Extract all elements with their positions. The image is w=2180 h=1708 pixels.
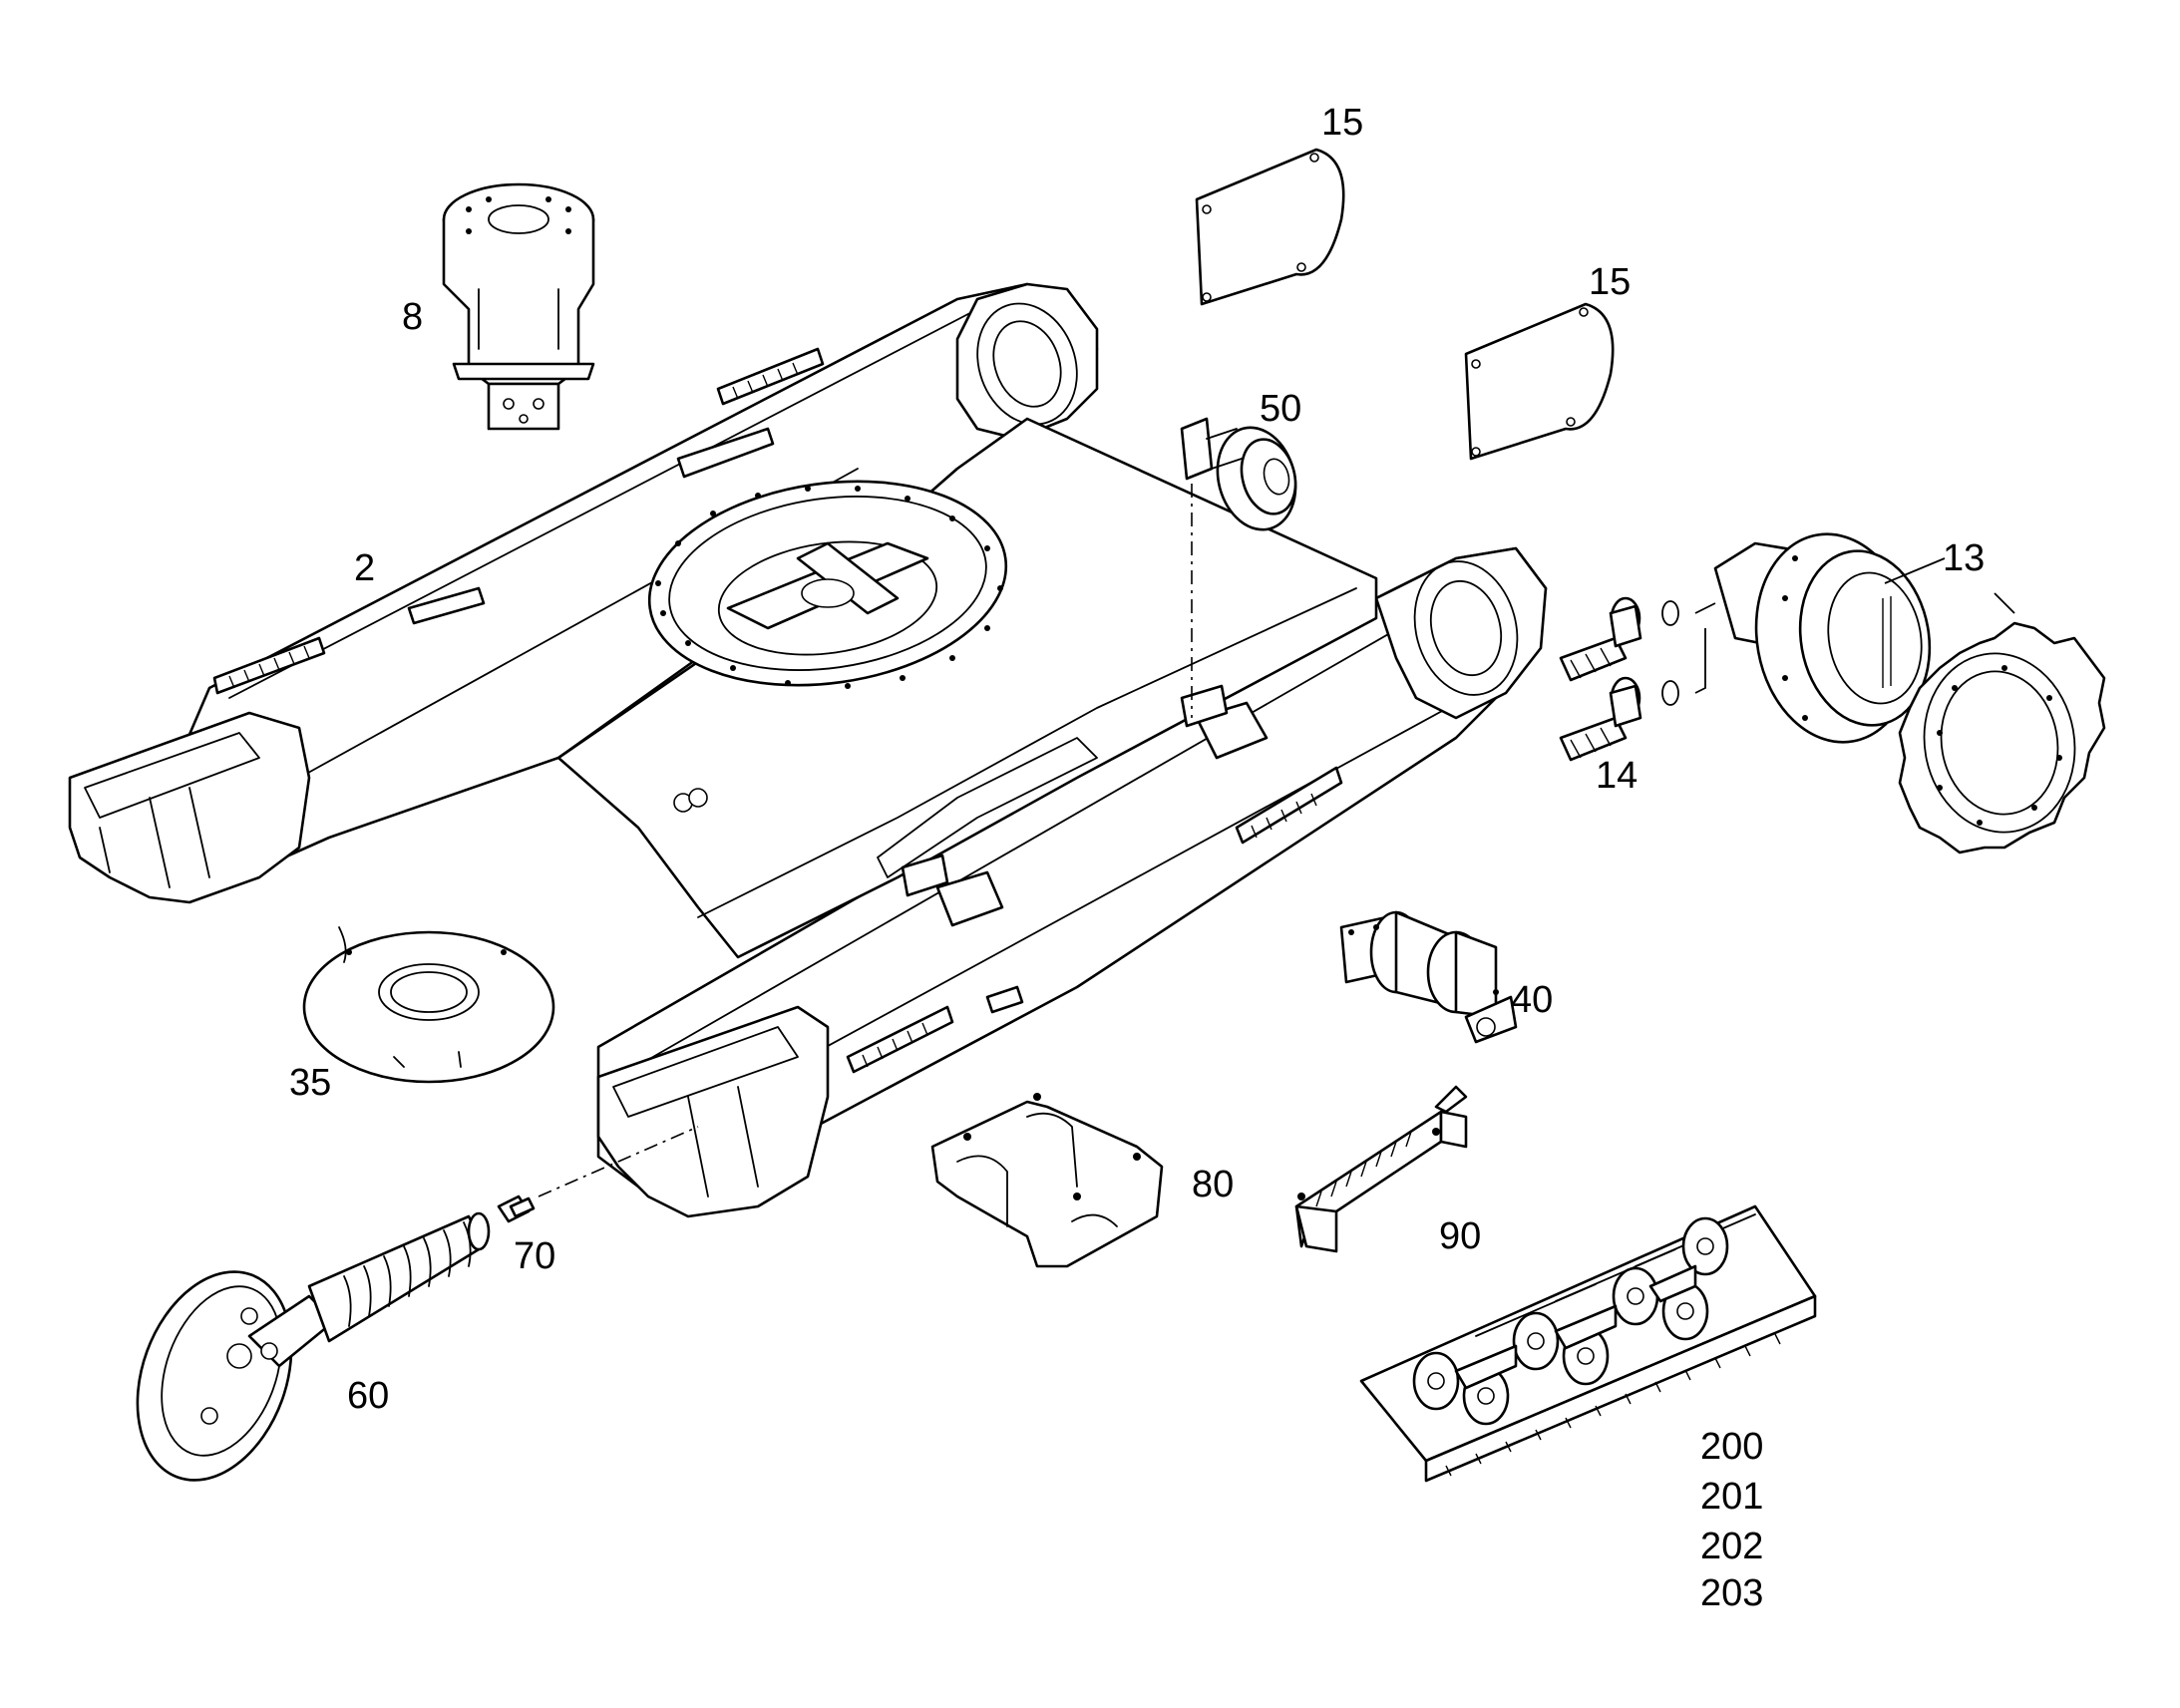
slewing-ring-bolt-holes [655, 486, 1003, 689]
part-200-track-chain[interactable] [1359, 1204, 1817, 1483]
part-2-undercarriage-frame[interactable] [68, 282, 1548, 1218]
part-90-guide[interactable] [1294, 1085, 1468, 1253]
spring-coils [343, 1221, 472, 1327]
part-50-carrier-roller[interactable] [1180, 417, 1306, 538]
callout-201: 201 [1700, 1476, 1763, 1518]
callout-70: 70 [514, 1235, 555, 1277]
part-13-travel-motor[interactable] [1713, 521, 1943, 755]
callout-2: 2 [354, 547, 375, 589]
chain-links [1412, 1216, 1729, 1426]
callout-60: 60 [347, 1375, 389, 1417]
callout-202: 202 [1700, 1526, 1763, 1567]
callout-14: 14 [1596, 755, 1637, 797]
part-13-leader [1884, 557, 1946, 584]
part-15-cover-lower[interactable] [1464, 302, 1615, 461]
part-35-cover-plate[interactable] [302, 926, 555, 1084]
sprocket[interactable] [1898, 621, 2106, 854]
callout-15-lower: 15 [1589, 261, 1631, 303]
callout-50: 50 [1260, 388, 1301, 430]
part-60-idler-tension-spring[interactable] [110, 1211, 491, 1502]
callout-13: 13 [1943, 537, 1985, 579]
callout-15-upper: 15 [1321, 102, 1363, 144]
callout-35: 35 [289, 1062, 331, 1104]
callout-90: 90 [1439, 1215, 1481, 1257]
sprocket-leader [1994, 592, 2015, 614]
callout-8: 8 [402, 296, 423, 338]
callout-40: 40 [1511, 979, 1553, 1021]
callout-80: 80 [1192, 1164, 1234, 1205]
part-70-mounting-line [538, 1126, 699, 1197]
part-70-grease-fitting[interactable] [497, 1195, 536, 1223]
callout-200: 200 [1700, 1426, 1763, 1468]
part-14-pins[interactable] [1559, 596, 1679, 762]
part-80-track-guard[interactable] [930, 1093, 1164, 1268]
part-8-rotary-joint[interactable] [442, 182, 595, 431]
callout-203: 203 [1700, 1572, 1763, 1614]
part-15-cover-upper[interactable] [1195, 148, 1345, 306]
part-40-track-roller[interactable] [1339, 910, 1518, 1044]
